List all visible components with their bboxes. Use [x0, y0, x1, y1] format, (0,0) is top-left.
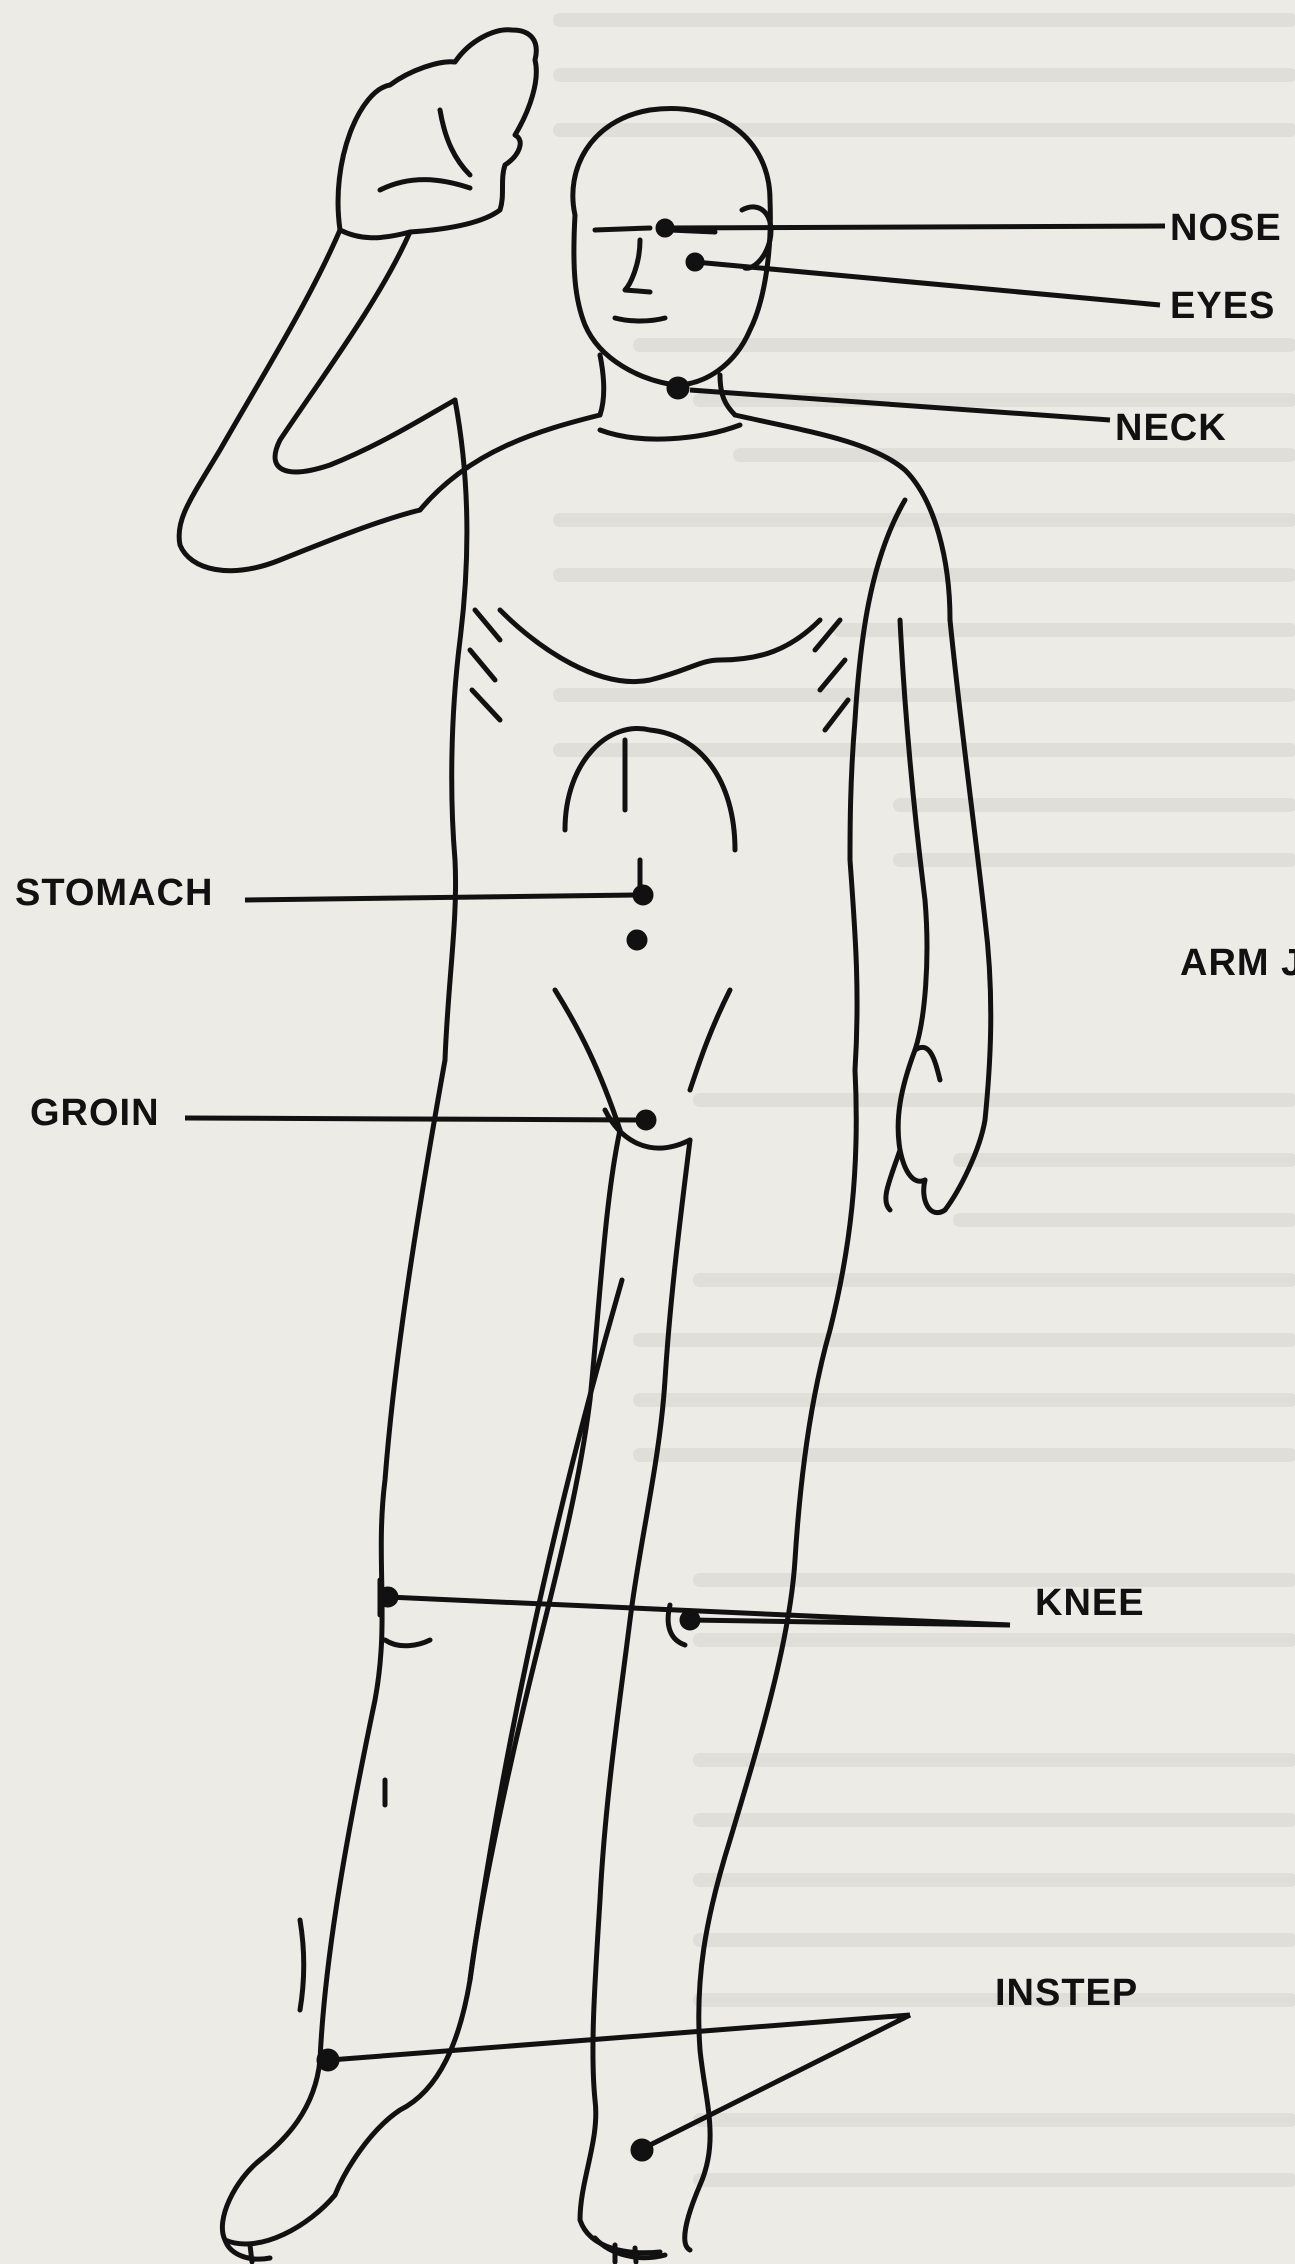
raised-hand-outline — [338, 30, 536, 238]
label-nose: NOSE — [1170, 207, 1282, 249]
target-markers — [185, 221, 1165, 2159]
clavicle — [600, 425, 740, 439]
human-figure — [179, 30, 991, 2262]
eye-left — [595, 228, 650, 230]
stomach-leader — [245, 895, 640, 900]
target-labels: NOSE EYES NECK STOMACH GROIN ARM J KNEE … — [15, 207, 1295, 2014]
leg-right-outer — [685, 1070, 856, 2250]
label-groin: GROIN — [30, 1092, 160, 1134]
label-neck: NECK — [1115, 407, 1227, 449]
mouth-line — [615, 318, 665, 321]
ankle-mark-left — [300, 1920, 304, 2010]
knee-dot-left — [380, 1589, 396, 1605]
label-instep: INSTEP — [995, 1972, 1138, 2014]
nose-dot — [658, 221, 672, 235]
pecs — [500, 610, 820, 682]
stomach-dot-upper — [635, 887, 651, 903]
torso-right — [850, 500, 905, 1070]
torso-left — [445, 400, 467, 1060]
label-knee: KNEE — [1035, 1582, 1145, 1624]
knee-dot-right — [682, 1612, 698, 1628]
raised-arm-inner — [275, 232, 455, 472]
nose-leader — [665, 226, 1165, 228]
eyes-dot — [688, 255, 702, 269]
instep-dot-right — [633, 2141, 651, 2159]
instep-leader-left — [330, 2015, 910, 2060]
instep-dot-left — [319, 2051, 337, 2069]
neck-left — [600, 355, 604, 415]
hanging-arm-outer — [924, 620, 991, 1213]
groin-leader — [185, 1118, 645, 1120]
label-eyes: EYES — [1170, 285, 1275, 327]
stomach-dot-lower — [629, 932, 645, 948]
palm-lines — [380, 110, 470, 190]
nose-line — [625, 240, 650, 292]
shoulder-left — [420, 415, 600, 510]
bleed-through-text — [560, 20, 1290, 2180]
groin-dot — [638, 1112, 654, 1128]
label-stomach: STOMACH — [15, 872, 213, 914]
hip-line-right — [690, 990, 730, 1090]
neck-dot — [669, 379, 687, 397]
hip-line-left — [555, 990, 620, 1130]
hanging-hand — [886, 1047, 940, 1210]
label-arm: ARM J — [1180, 942, 1295, 984]
ribs-left — [470, 610, 500, 720]
